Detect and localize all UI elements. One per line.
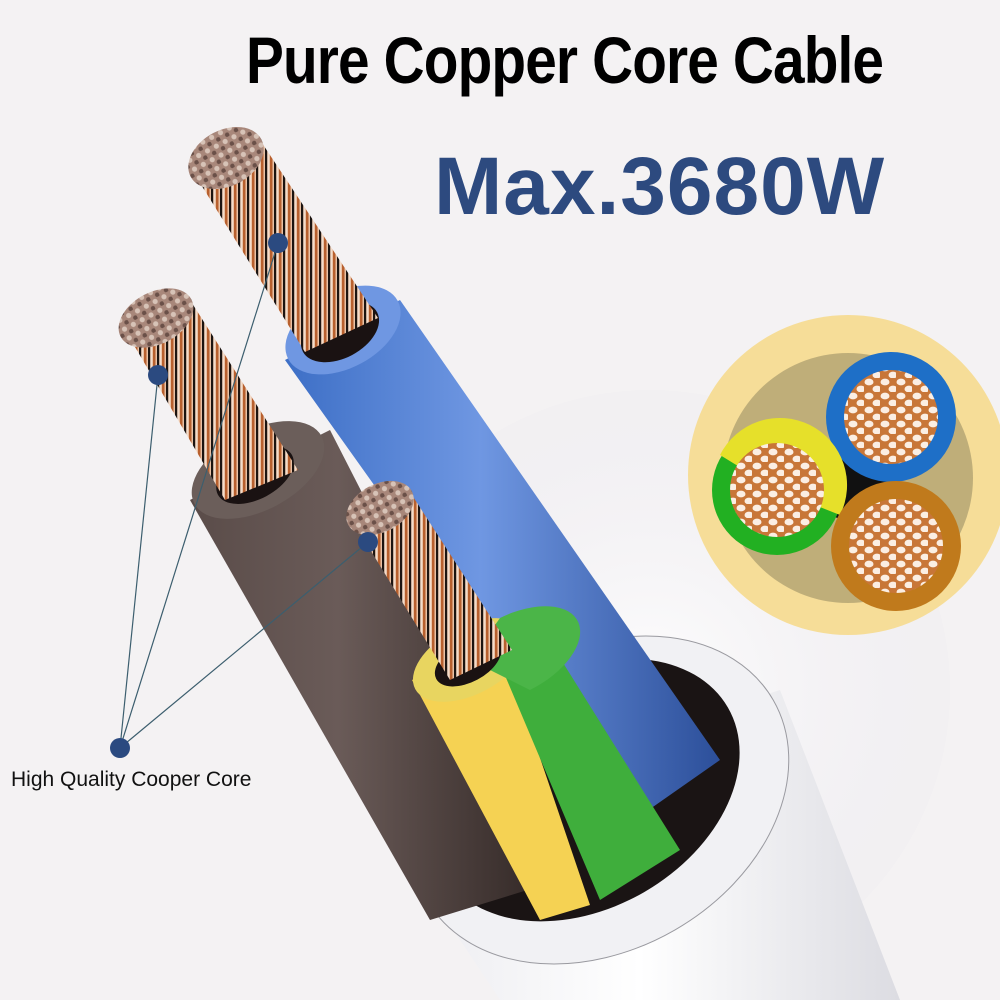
callout-lines (119, 242, 369, 749)
blue-conductor (188, 126, 720, 830)
max-power-rating: Max.3680W (434, 141, 886, 232)
headline-title: Pure Copper Core Cable (246, 23, 884, 97)
callout-dot-brown-core (148, 365, 168, 385)
copper-core-callout-label: High Quality Cooper Core (11, 768, 252, 791)
green-yellow-conductor (346, 480, 680, 920)
cross-section-brown-conductor (831, 481, 961, 611)
cable-cross-section (688, 315, 1000, 635)
cross-section-blue-conductor (826, 352, 956, 482)
cross-section-earth-conductor (712, 417, 848, 555)
brown-conductor (118, 288, 560, 920)
callout-dot-earth-core (358, 532, 378, 552)
callout-dot-blue-core (268, 233, 288, 253)
callout-anchor-dot (110, 738, 130, 758)
